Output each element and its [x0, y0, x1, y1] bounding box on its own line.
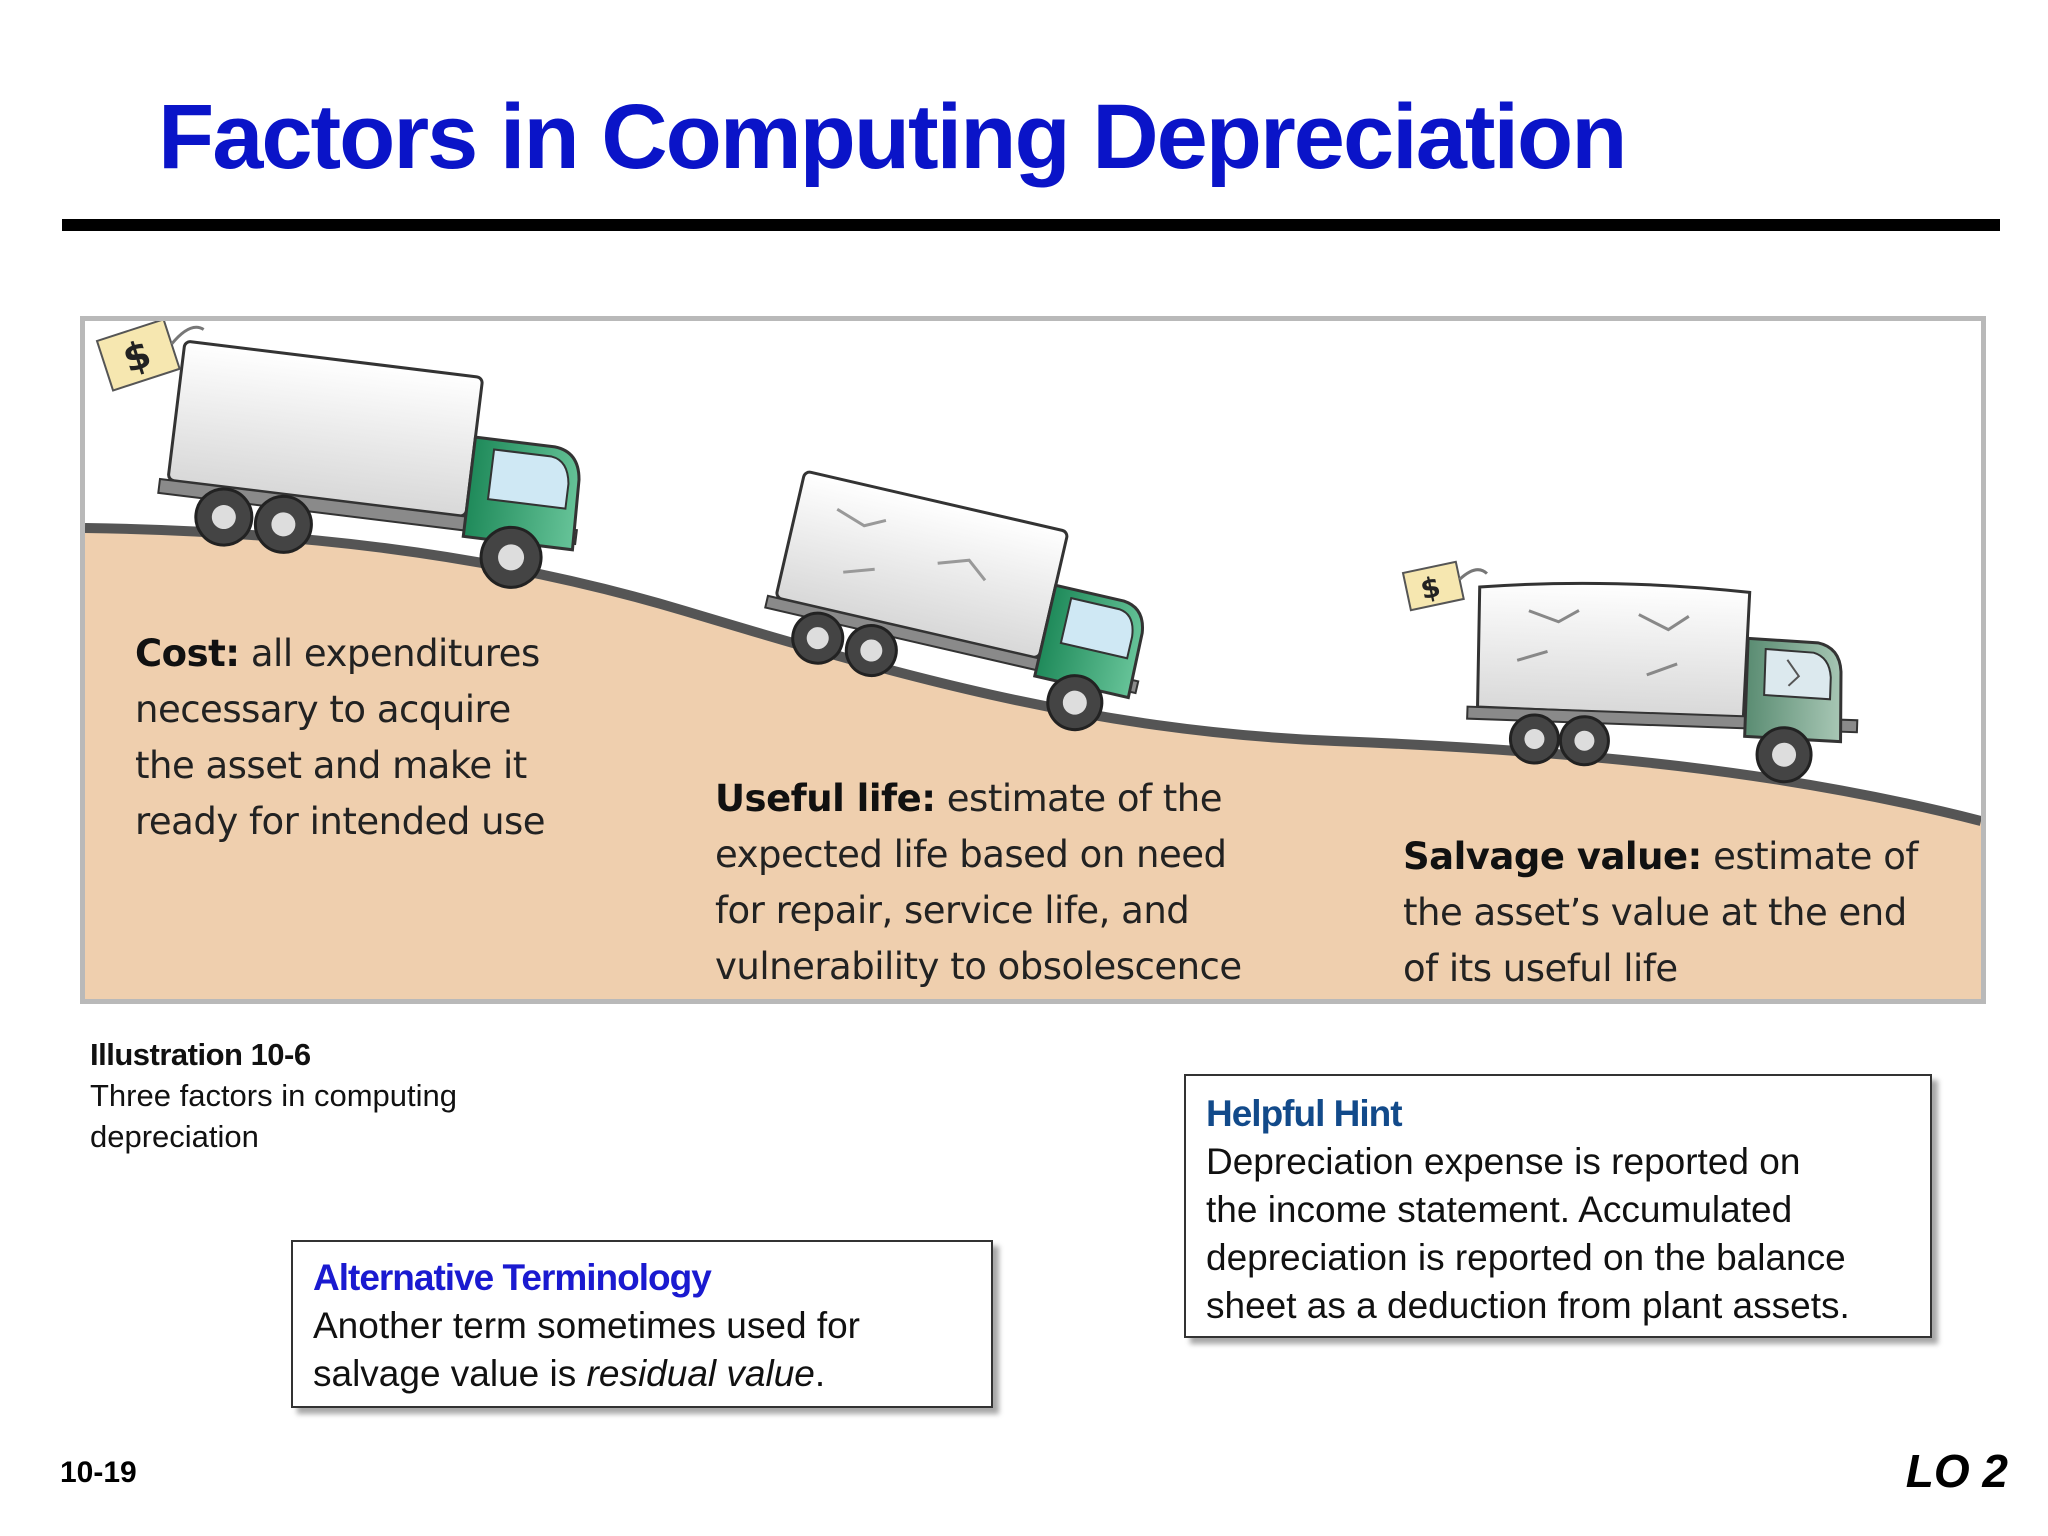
factor-cost-line: all expenditures — [250, 632, 540, 675]
factor-cost: Cost: all expenditures necessary to acqu… — [135, 626, 615, 850]
used-truck — [764, 470, 1145, 732]
factor-useful-life-line: estimate of the — [946, 777, 1223, 820]
illustration-caption: Illustration 10-6 Three factors in compu… — [90, 1034, 457, 1157]
title-divider — [62, 219, 2000, 231]
factor-useful-life-term: Useful life: — [715, 777, 936, 820]
hill-trucks-graphic: $ — [85, 321, 1981, 999]
factor-salvage-value-line: the asset’s value at the end — [1403, 891, 1907, 934]
alternative-terminology-suffix: . — [814, 1353, 826, 1394]
helpful-hint-line: depreciation is reported on the balance — [1206, 1237, 1846, 1278]
caption-line: depreciation — [90, 1119, 259, 1154]
caption-line: Three factors in computing — [90, 1078, 458, 1113]
helpful-hint-box: Helpful Hint Depreciation expense is rep… — [1184, 1074, 1932, 1338]
factor-cost-line: the asset and make it — [135, 744, 527, 787]
new-truck — [157, 340, 581, 589]
hillside-ground — [85, 528, 1981, 999]
factor-salvage-value-term: Salvage value: — [1403, 835, 1702, 878]
road-line — [85, 523, 1981, 826]
helpful-hint-heading: Helpful Hint — [1206, 1093, 1403, 1134]
factor-cost-term: Cost: — [135, 632, 240, 675]
depreciation-illustration: $ — [80, 316, 1986, 1004]
price-tag-new-truck: $ — [95, 321, 205, 392]
alternative-terminology-emphasis: residual value — [586, 1353, 815, 1394]
factor-salvage-value: Salvage value: estimate of the asset’s v… — [1403, 829, 1963, 997]
factor-useful-life-line: vulnerability to obsolescence — [715, 945, 1242, 988]
factor-useful-life-line: for repair, service life, and — [715, 889, 1190, 932]
old-truck — [1466, 581, 1859, 784]
alternative-terminology-box: Alternative Terminology Another term som… — [291, 1240, 993, 1408]
caption-title: Illustration 10-6 — [90, 1037, 311, 1072]
alternative-terminology-line: Another term sometimes used for — [313, 1305, 860, 1346]
alternative-terminology-heading: Alternative Terminology — [313, 1257, 712, 1298]
factor-cost-line: ready for intended use — [135, 800, 546, 843]
helpful-hint-line: sheet as a deduction from plant assets. — [1206, 1285, 1850, 1326]
learning-objective: LO 2 — [1905, 1445, 2008, 1497]
helpful-hint-line: Depreciation expense is reported on — [1206, 1141, 1801, 1182]
factor-cost-line: necessary to acquire — [135, 688, 511, 731]
factor-useful-life-line: expected life based on need — [715, 833, 1227, 876]
factor-useful-life: Useful life: estimate of the expected li… — [715, 771, 1275, 995]
price-tag-old-truck: $ — [1401, 560, 1488, 612]
alternative-terminology-prefix: salvage value is — [313, 1353, 587, 1394]
slide-title: Factors in Computing Depreciation — [158, 86, 1627, 188]
helpful-hint-line: the income statement. Accumulated — [1206, 1189, 1793, 1230]
factor-salvage-value-line: of its useful life — [1403, 947, 1678, 990]
alternative-terminology-line: salvage value is residual value. — [313, 1350, 971, 1398]
slide-number: 10-19 — [60, 1456, 137, 1489]
factor-salvage-value-line: estimate of — [1713, 835, 1918, 878]
